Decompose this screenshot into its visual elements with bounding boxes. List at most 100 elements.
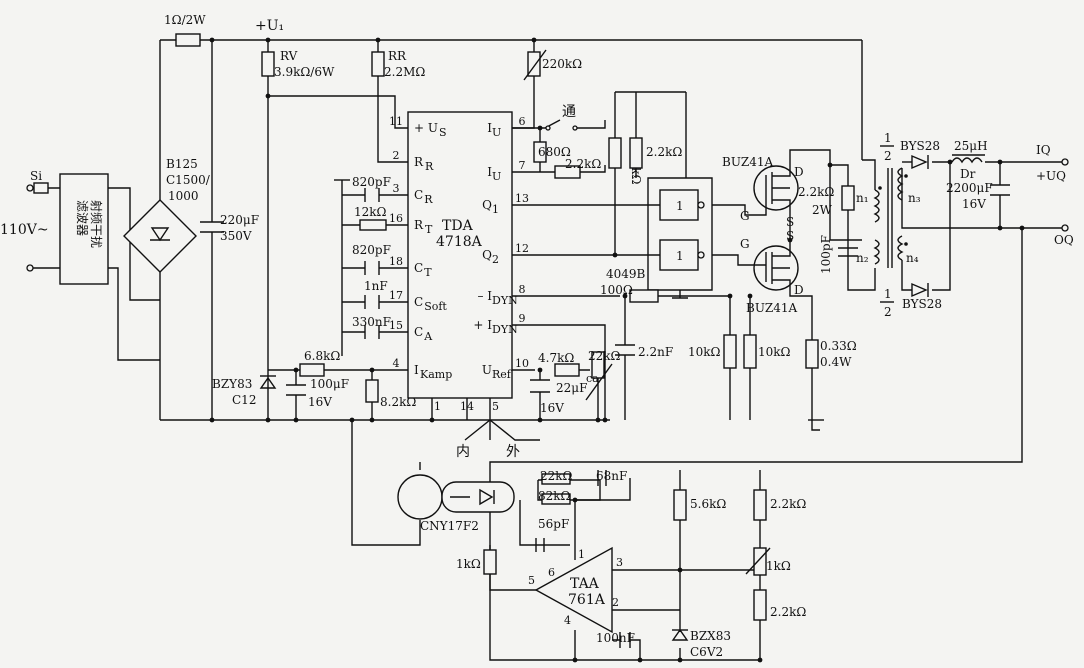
mode-switch (545, 125, 578, 131)
output-terminal-neg (1061, 224, 1069, 232)
ic-part-label: 4718A (436, 234, 483, 250)
mosfet-bottom-s-label: S (786, 229, 794, 243)
resistor-10k-a (723, 334, 737, 369)
diode-bys28-top (911, 154, 929, 170)
output-terminal-pos (1061, 158, 1069, 166)
resistor-10k-b (743, 334, 757, 369)
trimmer-22k-ref-label: 22kΩ (588, 349, 621, 363)
winding-n2-label: n₂ (856, 251, 869, 265)
ic-right-pin-label: U (482, 363, 492, 377)
ic-right-pin-label: + I (473, 318, 492, 332)
resistor-22k-fb-label: 22kΩ (540, 469, 573, 483)
trimmer-22k-ref (585, 351, 613, 401)
ic-right-pin-number: 6 (519, 115, 526, 128)
zener-bzy83-name-label: BZY83 (212, 377, 252, 391)
ic-left-pin-label: R (414, 155, 424, 169)
resistor-8k2-label: 8.2kΩ (380, 395, 416, 409)
resistor-rv-value-label: 3.9kΩ/6W (274, 65, 335, 79)
fuse-label: Si (30, 169, 42, 183)
capacitor-100nf (619, 632, 631, 648)
ic-left-pin-number: 17 (389, 289, 403, 302)
winding-n1-label: n₁ (856, 191, 869, 205)
resistor-5k6 (673, 489, 687, 521)
opamp-part-label: 761A (568, 592, 606, 608)
resistor-rr-value-label: 2.2MΩ (384, 65, 425, 79)
wiring (32, 39, 1062, 661)
opamp-pin-6: 6 (548, 566, 555, 579)
bridge-rating-label: C1500/ (166, 173, 211, 187)
bulk-cap-voltage-label: 350V (220, 229, 252, 243)
ic-left-pin-label: C (414, 295, 423, 309)
resistor-snubber-watt-label: 2W (812, 203, 833, 217)
mosfet-top-s-label: S (786, 215, 794, 229)
resistor-2k2-gate-label: 2.2kΩ (646, 145, 682, 159)
rf-filter-label: 射频干扰滤波器 (75, 200, 104, 248)
resistor-2k2-top (753, 489, 767, 521)
opamp-pin-4: 4 (564, 614, 571, 627)
buffer-ground (672, 290, 688, 299)
capacitor-100uf-label: 100μF (310, 377, 349, 391)
ic-left-pin-label: + U (414, 121, 438, 135)
ic-left-pin-number: 2 (393, 149, 400, 162)
ic-left-pin-number: 3 (393, 182, 400, 195)
opamp-pin-3: 3 (616, 556, 623, 569)
ic-right-pin-number: 13 (515, 192, 529, 205)
trimmer-1k-label: 1kΩ (766, 559, 791, 573)
winding-n4-label: n₄ (906, 251, 919, 265)
ic-left-pin-sub: R (424, 193, 433, 206)
transformer (873, 167, 908, 268)
capacitor-2200uf-label: 2200μF (946, 181, 993, 195)
ic-right-pin-sub: 1 (492, 203, 499, 216)
bulk-capacitor (200, 221, 224, 233)
opamp-pin-2: 2 (612, 596, 619, 609)
opamp-name-label: TAA (570, 576, 600, 592)
buffer-gate-top-label: 1 (676, 199, 684, 213)
resistor-8k2 (365, 379, 379, 403)
ic-left-pin-sub: S (439, 126, 447, 139)
ic-left-pin-label: C (414, 261, 423, 275)
resistor-82k-fb-label: 82kΩ (538, 489, 571, 503)
capacitor-ca-label: 330nF (352, 315, 391, 329)
resistor-2k2-top-label: 2.2kΩ (770, 497, 806, 511)
choke-label: Dr (960, 167, 976, 181)
capacitor-22uf-label: 22μF (556, 381, 587, 395)
diode-top-fraction-den: 2 (884, 149, 892, 163)
ic-left-pin-sub: A (423, 330, 433, 343)
output-inductor (951, 154, 985, 164)
ic-right-pin-label: Q (482, 198, 492, 212)
capacitor-snubber-label: 100pF (819, 235, 833, 274)
mosfet-bottom-g-label: G (740, 237, 750, 251)
output-current-label: IQ (1036, 143, 1051, 157)
ic-right-pin-label: I (487, 165, 492, 179)
diode-top-fraction-num: 1 (884, 131, 892, 145)
fuse (33, 182, 49, 194)
resistor-4k7 (554, 363, 580, 377)
ic-right-pin-number: 12 (515, 242, 529, 255)
ic-right-pin-sub: DYN (492, 294, 518, 307)
ic-right-pin-sub: U (492, 126, 501, 139)
resistor-100 (629, 289, 659, 303)
diode-bottom-fraction-num: 1 (884, 287, 892, 301)
capacitor-2200uf-voltage-label: 16V (962, 197, 986, 211)
ic-left-pin-sub: Kamp (420, 368, 452, 381)
resistor-22k-fb (541, 473, 571, 485)
ic-right-pin-label: I (487, 121, 492, 135)
resistor-2k2-bottom (753, 589, 767, 621)
mosfet-bottom-label: BUZ41A (746, 301, 798, 315)
resistor-22k-gate (608, 137, 622, 169)
trimmer-220k (523, 49, 547, 81)
resistor-rr (371, 51, 385, 77)
zener-bzy83-code-label: C12 (232, 393, 256, 407)
ic-right-pin-sub: 2 (492, 253, 499, 266)
u1-node-label: +U₁ (255, 18, 284, 34)
junction-dots (209, 37, 1025, 663)
resistor-2k2-gate (629, 137, 643, 169)
ic-left-pin-sub: T (425, 223, 433, 236)
capacitor-68nf-label: 68nF (596, 469, 627, 483)
capacitor-68nf (597, 470, 607, 486)
output-neg-label: OQ (1054, 233, 1074, 247)
capacitor-100uf (286, 384, 306, 396)
resistor-100-label: 100Ω (600, 283, 633, 297)
ic-right-pin-sub: U (492, 170, 501, 183)
ic-left-pin-number: 15 (389, 319, 403, 332)
